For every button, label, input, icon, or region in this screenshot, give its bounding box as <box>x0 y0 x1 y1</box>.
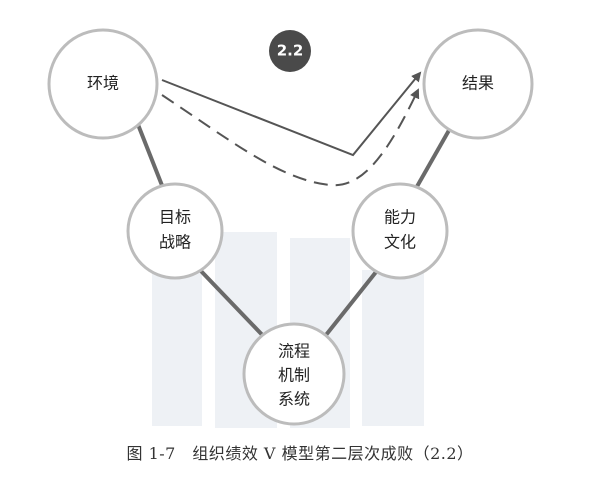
node-environment: 环境 <box>47 28 159 140</box>
node-process-line-2: 机制 <box>278 366 310 385</box>
connector-strategy-process <box>198 268 272 345</box>
node-strategy-line-2: 战略 <box>159 233 191 252</box>
node-result: 结果 <box>422 28 534 140</box>
node-process: 流程 机制 系统 <box>242 322 346 426</box>
node-strategy-line-1: 目标 <box>159 208 191 227</box>
connector-environment-strategy <box>135 121 167 194</box>
solid-arrow <box>161 71 422 157</box>
connector-capability-result <box>413 124 454 191</box>
node-process-line-3: 系统 <box>278 390 310 409</box>
node-capability: 能力 文化 <box>351 182 449 280</box>
level-badge: 2.2 <box>269 30 311 72</box>
connector-process-capability <box>320 270 378 342</box>
watermark <box>152 232 424 428</box>
node-capability-line-2: 文化 <box>384 233 416 252</box>
node-strategy: 目标 战略 <box>126 182 224 280</box>
node-capability-line-1: 能力 <box>384 208 416 227</box>
level-badge-label: 2.2 <box>277 42 304 60</box>
figure-caption: 图 1-7 组织绩效 V 模型第二层次成败（2.2） <box>126 444 474 463</box>
node-result-label: 结果 <box>462 74 494 93</box>
node-process-line-1: 流程 <box>278 342 310 361</box>
node-environment-label: 环境 <box>87 74 119 93</box>
dashed-arrow <box>161 88 420 187</box>
